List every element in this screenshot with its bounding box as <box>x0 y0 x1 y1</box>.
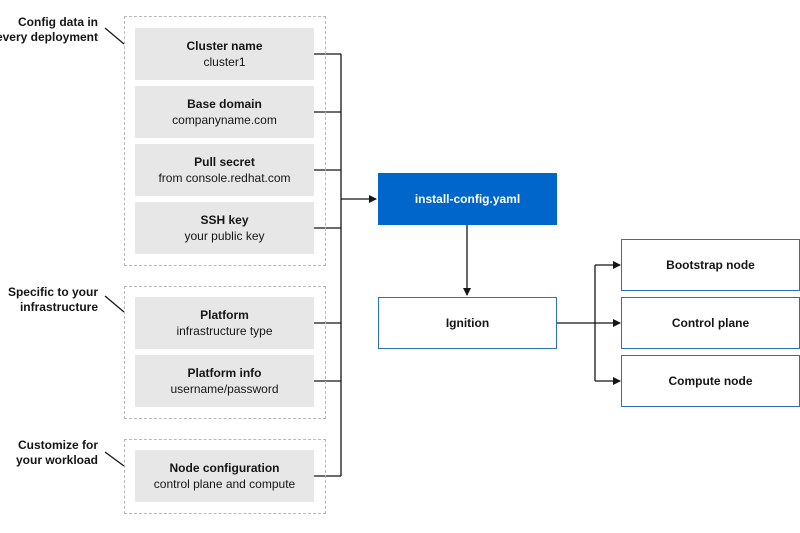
item-value: control plane and compute <box>153 476 296 491</box>
item-platform-info: Platform info username/password <box>135 355 314 407</box>
item-platform: Platform infrastructure type <box>135 297 314 349</box>
group-label-line: your workload <box>15 453 98 467</box>
item-value: cluster1 <box>203 54 246 69</box>
compute-node: Compute node <box>621 355 800 407</box>
ignition-node: Ignition <box>378 297 557 349</box>
item-title: Base domain <box>187 96 262 111</box>
bootstrap-node: Bootstrap node <box>621 239 800 291</box>
item-value: from console.redhat.com <box>158 170 291 185</box>
item-cluster-name: Cluster name cluster1 <box>135 28 314 80</box>
item-title: Cluster name <box>186 38 263 53</box>
leader-line-group-1 <box>104 27 125 45</box>
item-ssh-key: SSH key your public key <box>135 202 314 254</box>
item-node-configuration: Node configuration control plane and com… <box>135 450 314 502</box>
item-value: your public key <box>184 228 265 243</box>
group-label-line: Config data in <box>18 15 98 29</box>
group-label-line: every deployment <box>0 30 98 44</box>
item-value: username/password <box>170 381 279 396</box>
group-label-line: infrastructure <box>19 300 98 314</box>
item-title: Platform <box>200 307 249 322</box>
group-label-infrastructure: Specific to your infrastructure <box>0 285 98 315</box>
group-label-line: Customize for <box>17 438 98 452</box>
group-label-workload: Customize for your workload <box>0 438 98 468</box>
install-config-node: install-config.yaml <box>378 173 557 225</box>
group-label-every-deployment: Config data in every deployment <box>0 15 98 45</box>
group-workload <box>124 439 326 514</box>
item-value: companyname.com <box>172 112 277 127</box>
group-label-line: Specific to your <box>7 285 98 299</box>
group-every-deployment <box>124 16 326 266</box>
item-title: SSH key <box>200 212 249 227</box>
item-value: infrastructure type <box>176 323 273 338</box>
control-plane-node: Control plane <box>621 297 800 349</box>
item-title: Node configuration <box>169 460 280 475</box>
leader-line-group-2 <box>104 295 125 313</box>
item-base-domain: Base domain companyname.com <box>135 86 314 138</box>
leader-line-group-3 <box>104 451 125 467</box>
item-title: Platform info <box>187 365 262 380</box>
item-pull-secret: Pull secret from console.redhat.com <box>135 144 314 196</box>
item-title: Pull secret <box>194 154 255 169</box>
group-infrastructure <box>124 286 326 419</box>
